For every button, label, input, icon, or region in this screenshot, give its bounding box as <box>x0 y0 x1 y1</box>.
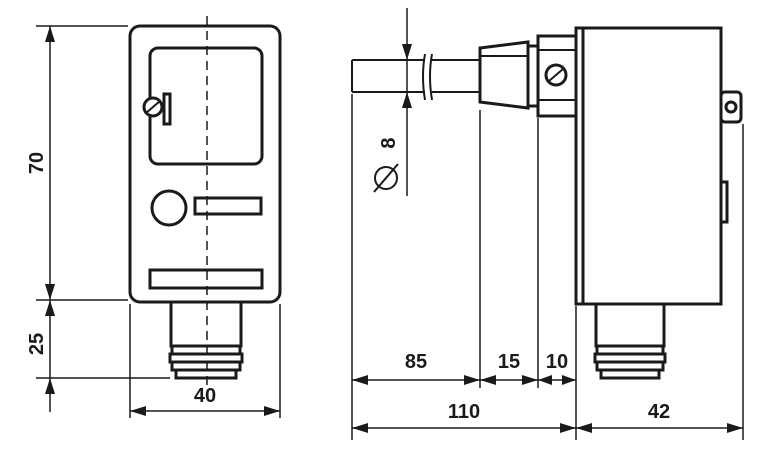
dim-diameter: 8 <box>378 137 400 148</box>
dim-width-front: 40 <box>194 385 216 407</box>
side-connector-thread <box>593 344 667 380</box>
front-slot-lower <box>148 268 264 290</box>
dim-len-nut: 15 <box>498 351 520 373</box>
front-slot-upper <box>193 196 263 216</box>
side-dimensions <box>351 8 744 440</box>
front-connector-thread <box>168 344 244 380</box>
front-connector-neck <box>169 300 243 348</box>
side-connector-neck <box>594 302 666 348</box>
side-view <box>351 26 743 380</box>
dim-height-connector: 25 <box>26 333 48 355</box>
side-mount-tab <box>719 90 743 124</box>
side-cable <box>351 53 480 101</box>
side-small-tab <box>719 180 729 224</box>
side-housing <box>581 26 723 306</box>
front-view <box>128 16 282 385</box>
dim-len-total: 110 <box>448 401 480 423</box>
side-cable-nut <box>478 40 530 110</box>
front-dimensions <box>36 25 281 418</box>
dim-len-gland: 10 <box>546 351 568 373</box>
diameter-symbol-icon <box>373 163 399 193</box>
dim-len-cable: 85 <box>405 351 427 373</box>
dim-height-body: 70 <box>26 152 48 174</box>
side-gland <box>526 34 578 118</box>
adjust-screw-icon <box>142 92 172 126</box>
front-round-knob <box>150 189 188 227</box>
dim-depth-body: 42 <box>648 401 670 423</box>
